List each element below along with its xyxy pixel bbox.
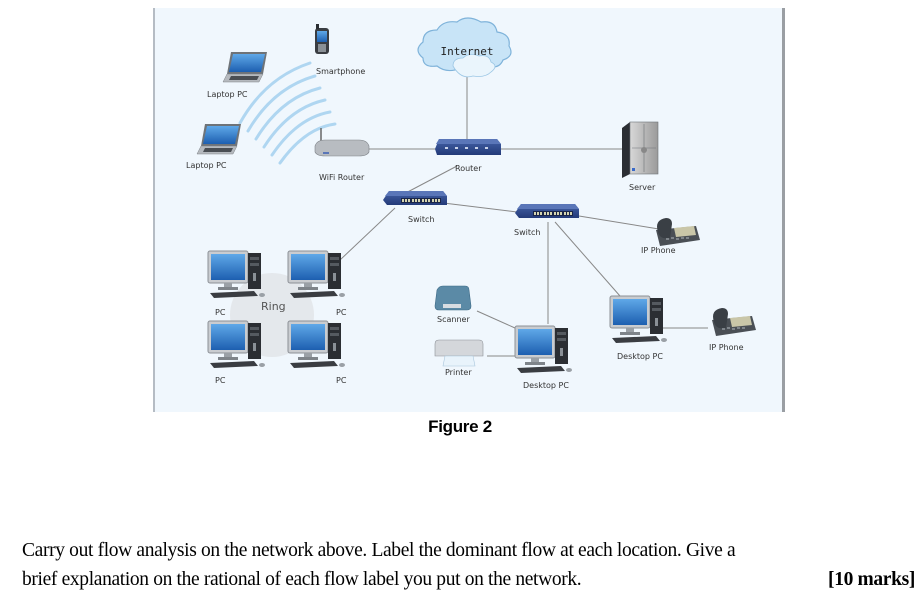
pc-1-label: PC (215, 308, 226, 317)
laptop-1-icon (222, 51, 268, 83)
link-switch2-ipphone (578, 215, 666, 231)
smartphone-label: Smartphone (316, 67, 365, 76)
server-label: Server (629, 183, 656, 192)
wifi-router-label: WiFi Router (319, 173, 365, 182)
pc-3-label: PC (215, 376, 226, 385)
network-links (339, 66, 708, 357)
question-line-2: brief explanation on the rational of eac… (22, 565, 915, 594)
printer-icon (434, 339, 484, 367)
scanner-icon (434, 285, 472, 311)
pc-2-label: PC (336, 308, 347, 317)
desktop-pc-2-label: Desktop PC (617, 352, 663, 361)
wireless-signal-icon (238, 61, 337, 165)
server-icon (622, 121, 659, 178)
switch-2-label: Switch (514, 228, 540, 237)
wifi-router-icon (314, 128, 370, 157)
link-switch2-desktop2 (554, 221, 621, 297)
ip-phone-2-icon (712, 308, 756, 336)
question-text: Carry out flow analysis on the network a… (22, 536, 915, 594)
ip-phone-1-label: IP Phone (641, 246, 676, 255)
ip-phone-1-icon (656, 218, 700, 246)
switch-1-icon (383, 191, 447, 205)
desktop-pc-1-icon (514, 325, 573, 374)
switch-2-icon (515, 204, 579, 218)
network-diagram: Internet Smartphone Laptop PC Laptop PC … (153, 8, 785, 412)
question-line-2-text: brief explanation on the rational of eac… (22, 569, 582, 590)
laptop-2-icon (196, 123, 242, 155)
marks-label: [10 marks] (828, 569, 915, 590)
router-icon (435, 139, 501, 155)
link-switch1-ring (339, 207, 396, 261)
ip-phone-2-label: IP Phone (709, 343, 744, 352)
link-scanner-desktop (476, 310, 516, 329)
question-line-1: Carry out flow analysis on the network a… (22, 540, 736, 561)
scanner-label: Scanner (437, 315, 470, 324)
router-label: Router (455, 164, 482, 173)
ring-label: Ring (261, 300, 286, 313)
desktop-pc-1-label: Desktop PC (523, 381, 569, 390)
laptop-2-label: Laptop PC (186, 161, 227, 170)
switch-1-label: Switch (408, 215, 434, 224)
laptop-1-label: Laptop PC (207, 90, 248, 99)
internet-cloud-icon (417, 17, 512, 78)
internet-label: Internet (441, 45, 494, 58)
smartphone-icon (315, 24, 329, 54)
pc-4-icon (287, 320, 346, 369)
figure-caption: Figure 2 (428, 417, 492, 436)
desktop-pc-2-icon (609, 295, 668, 344)
pc-3-icon (207, 320, 266, 369)
printer-label: Printer (445, 368, 472, 377)
pc-4-label: PC (336, 376, 347, 385)
